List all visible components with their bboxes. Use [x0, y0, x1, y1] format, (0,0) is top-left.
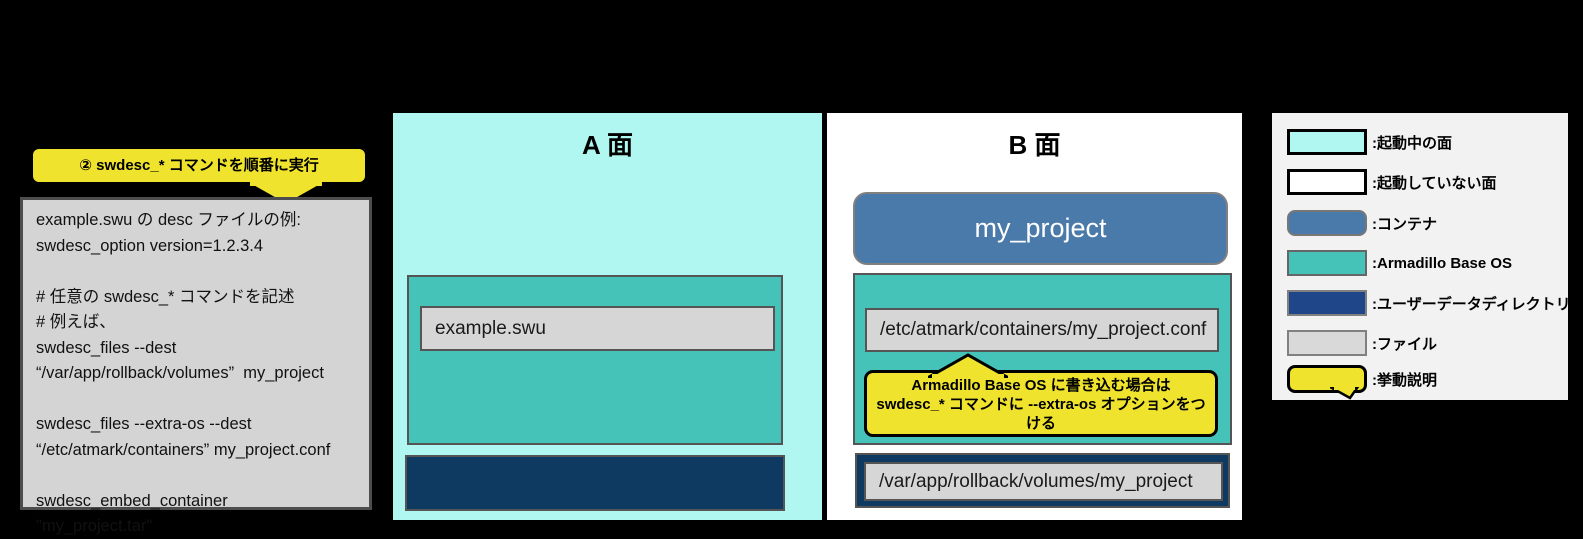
extra-os-callout-label: Armadillo Base OS に書き込む場合は swdesc_* コマンド…	[876, 377, 1206, 432]
file-example-swu-label: example.swu	[435, 317, 546, 339]
container-swatch-icon	[1287, 210, 1367, 236]
panel-a-title: A 面	[581, 130, 634, 160]
file-box-my-project-conf: /etc/atmark/containers/my_project.conf	[865, 308, 1219, 352]
legend-item-container: :コンテナ	[1287, 210, 1437, 236]
file-rollback-volume-label: /var/app/rollback/volumes/my_project	[879, 470, 1193, 492]
step-callout-label: ② swdesc_* コマンドを順番に実行	[79, 157, 319, 174]
desc-file-example-text: example.swu の desc ファイルの例: swdesc_option…	[36, 211, 331, 535]
behavior-note-swatch-icon	[1287, 365, 1367, 400]
panel-side-b: B 面 my_project /etc/atmark/containers/my…	[827, 113, 1242, 520]
panel-side-a: A 面 example.swu	[393, 113, 822, 520]
legend-label: :起動していない面	[1372, 174, 1497, 192]
file-box-example-swu: example.swu	[420, 306, 775, 351]
container-my-project-label: my_project	[974, 213, 1107, 243]
running-side-swatch-icon	[1287, 129, 1367, 155]
legend-panel: :起動中の面 :起動していない面 :コンテナ :Armadillo Base O…	[1272, 113, 1571, 400]
file-my-project-conf-label: /etc/atmark/containers/my_project.conf	[880, 319, 1207, 340]
legend-label: :ファイル	[1372, 335, 1437, 353]
legend-label: :起動中の面	[1372, 134, 1452, 152]
legend-label: :コンテナ	[1372, 215, 1437, 233]
legend-item-running-side: :起動中の面	[1287, 129, 1452, 155]
callout-tail-up-icon	[928, 353, 1008, 378]
legend-item-user-data-directory: :ユーザーデータディレクトリ	[1287, 290, 1571, 316]
legend-label: :Armadillo Base OS	[1372, 254, 1513, 272]
armadillo-base-os-box-b: /etc/atmark/containers/my_project.conf A…	[853, 273, 1232, 445]
user-data-directory-box-a	[405, 455, 785, 511]
legend-item-file: :ファイル	[1287, 330, 1437, 356]
legend-item-inactive-side: :起動していない面	[1287, 169, 1497, 195]
file-box-rollback-volume: /var/app/rollback/volumes/my_project	[864, 462, 1223, 501]
desc-file-example-box: example.swu の desc ファイルの例: swdesc_option…	[20, 197, 372, 535]
panel-b-title: B 面	[1008, 130, 1061, 160]
step-callout: ② swdesc_* コマンドを順番に実行	[30, 146, 368, 207]
extra-os-callout: Armadillo Base OS に書き込む場合は swdesc_* コマンド…	[864, 353, 1218, 437]
inactive-side-swatch-icon	[1287, 169, 1367, 195]
legend-item-armadillo-base-os: :Armadillo Base OS	[1287, 250, 1512, 276]
armadillo-base-os-box-a: example.swu	[407, 275, 783, 445]
callout-tail-down-icon	[246, 182, 326, 207]
armadillo-base-os-swatch-icon	[1287, 250, 1367, 276]
container-box-my-project: my_project	[853, 192, 1228, 265]
user-data-directory-box-b: /var/app/rollback/volumes/my_project	[855, 453, 1230, 508]
legend-label: :挙動説明	[1372, 371, 1437, 389]
file-swatch-icon	[1287, 330, 1367, 356]
legend-item-behavior-note: :挙動説明	[1287, 365, 1437, 400]
user-data-directory-swatch-icon	[1287, 290, 1367, 316]
note-tail-icon	[1330, 387, 1360, 400]
legend-label: :ユーザーデータディレクトリ	[1372, 295, 1571, 313]
